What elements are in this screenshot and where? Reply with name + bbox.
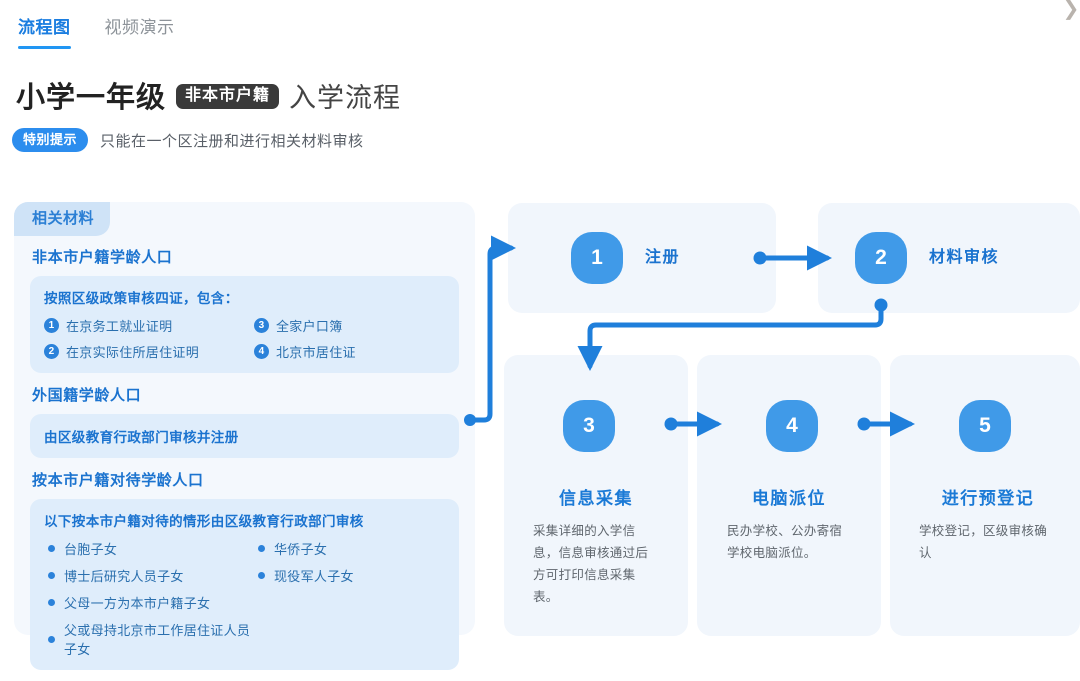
flow-step-number-1: 1 (571, 232, 623, 284)
flow-step-number-3: 3 (563, 400, 615, 452)
connector-step3-to-step4 (664, 411, 722, 437)
flow-step-label-2: 材料审核 (929, 249, 1000, 266)
list-item: 父母一方为本市户籍子女 (44, 593, 254, 612)
tab-flowchart[interactable]: 流程图 (18, 16, 71, 49)
list-item-label: 现役军人子女 (274, 569, 354, 584)
flow-step-label-1: 注册 (645, 249, 681, 266)
materials-group: 外国籍学龄人口 由区级教育行政部门审核并注册 (30, 384, 459, 458)
materials-group-title: 按本市户籍对待学龄人口 (32, 472, 204, 489)
list-item-label: 台胞子女 (64, 542, 118, 557)
materials-panel: 相关材料 非本市户籍学龄人口 按照区级政策审核四证，包含： 1 在京务工就业证明… (14, 202, 475, 670)
notice-badge: 特别提示 (12, 128, 89, 152)
materials-card-title: 按照区级政策审核四证，包含： (44, 291, 239, 306)
materials-card: 以下按本市户籍对待的情形由区级教育行政部门审核 台胞子女 博士后研究人员子女 父… (30, 499, 459, 670)
list-item-label: 父母一方为本市户籍子女 (64, 596, 211, 611)
materials-group-title: 外国籍学龄人口 (32, 387, 142, 404)
flow-step-label-3: 信息采集 (559, 489, 633, 508)
flow-step-number-4: 4 (766, 400, 818, 452)
number-badge: 4 (254, 344, 269, 359)
list-item-label: 博士后研究人员子女 (64, 569, 184, 584)
list-item-label: 在京务工就业证明 (66, 319, 173, 334)
list-item: 现役军人子女 (254, 566, 445, 585)
list-item: 4 北京市居住证 (254, 342, 445, 361)
notice-text: 只能在一个区注册和进行相关材料审核 (100, 132, 364, 150)
tab-bar: 流程图 视频演示 (18, 16, 175, 49)
flow-step-card-4[interactable] (697, 355, 881, 636)
materials-body: 非本市户籍学龄人口 按照区级政策审核四证，包含： 1 在京务工就业证明 3 全家… (14, 246, 475, 681)
materials-group: 按本市户籍对待学龄人口 以下按本市户籍对待的情形由区级教育行政部门审核 台胞子女… (30, 469, 459, 670)
bullet-dot-icon (48, 572, 55, 579)
tab-video-demo[interactable]: 视频演示 (104, 18, 175, 37)
bullet-dot-icon (48, 635, 55, 643)
list-item: 2 在京实际住所居住证明 (44, 342, 254, 361)
flow-step-card-3[interactable] (504, 355, 688, 636)
notice: 特别提示 只能在一个区注册和进行相关材料审核 (12, 128, 364, 152)
flow-step-card-1[interactable] (508, 203, 776, 313)
number-badge: 3 (254, 318, 269, 333)
flow-step-number-2: 2 (855, 232, 907, 284)
page-title-main: 小学一年级 (16, 82, 167, 114)
bullet-dot-icon (48, 599, 55, 606)
list-item-label: 在京实际住所居住证明 (66, 345, 200, 360)
page-title: 小学一年级 非本市户籍 入学流程 (16, 74, 401, 116)
connector-step1-to-step2 (753, 245, 832, 271)
materials-bullet-list: 台胞子女 博士后研究人员子女 父母一方为本市户籍子女 父或母持北京市工作居住证人… (44, 539, 445, 658)
list-item: 华侨子女 (254, 539, 445, 558)
flow-step-desc-5: 学校登记，区级审核确认 (919, 524, 1048, 560)
list-item-label: 全家户口簿 (276, 319, 343, 334)
list-item-label: 北京市居住证 (276, 345, 356, 360)
bullet-dot-icon (258, 545, 265, 552)
page-title-tail: 入学流程 (289, 82, 402, 113)
flow-step-number-5: 5 (959, 400, 1011, 452)
materials-card: 按照区级政策审核四证，包含： 1 在京务工就业证明 3 全家户口簿 2 在京实际… (30, 276, 459, 373)
list-item: 博士后研究人员子女 (44, 566, 254, 585)
flow-step-desc-3: 采集详细的入学信息，信息审核通过后方可打印信息采集表。 (533, 524, 649, 604)
materials-card: 由区级教育行政部门审核并注册 (30, 414, 459, 458)
connector-step4-to-step5 (857, 411, 915, 437)
materials-group-title: 非本市户籍学龄人口 (32, 249, 173, 266)
chevron-right-icon: ❯ (1062, 0, 1080, 20)
materials-group: 非本市户籍学龄人口 按照区级政策审核四证，包含： 1 在京务工就业证明 3 全家… (30, 246, 459, 373)
list-item: 3 全家户口簿 (254, 316, 445, 335)
connector-step2-to-step3 (577, 298, 888, 371)
flow-step-card-5[interactable] (890, 355, 1080, 636)
flow-step-label-4: 电脑派位 (752, 489, 826, 508)
list-item-label: 父或母持北京市工作居住证人员子女 (64, 623, 251, 657)
materials-numbered-list: 1 在京务工就业证明 3 全家户口簿 2 在京实际住所居住证明 4 北京市居住证 (44, 316, 445, 361)
number-badge: 1 (44, 318, 59, 333)
materials-card-title: 以下按本市户籍对待的情形由区级教育行政部门审核 (44, 514, 364, 529)
materials-card-text: 由区级教育行政部门审核并注册 (44, 430, 239, 445)
list-item: 父或母持北京市工作居住证人员子女 (44, 620, 254, 658)
bullet-dot-icon (258, 572, 265, 579)
bullet-dot-icon (48, 545, 55, 552)
page-title-chip: 非本市户籍 (176, 83, 280, 109)
materials-panel-tab-label: 相关材料 (14, 202, 111, 236)
list-item: 1 在京务工就业证明 (44, 316, 254, 335)
flow-step-label-5: 进行预登记 (941, 489, 1035, 508)
list-item: 台胞子女 (44, 539, 254, 558)
number-badge: 2 (44, 344, 59, 359)
flow-step-desc-4: 民办学校、公办寄宿学校电脑派位。 (727, 524, 843, 560)
flow-step-card-2[interactable] (818, 203, 1080, 313)
list-item-label: 华侨子女 (274, 542, 328, 557)
